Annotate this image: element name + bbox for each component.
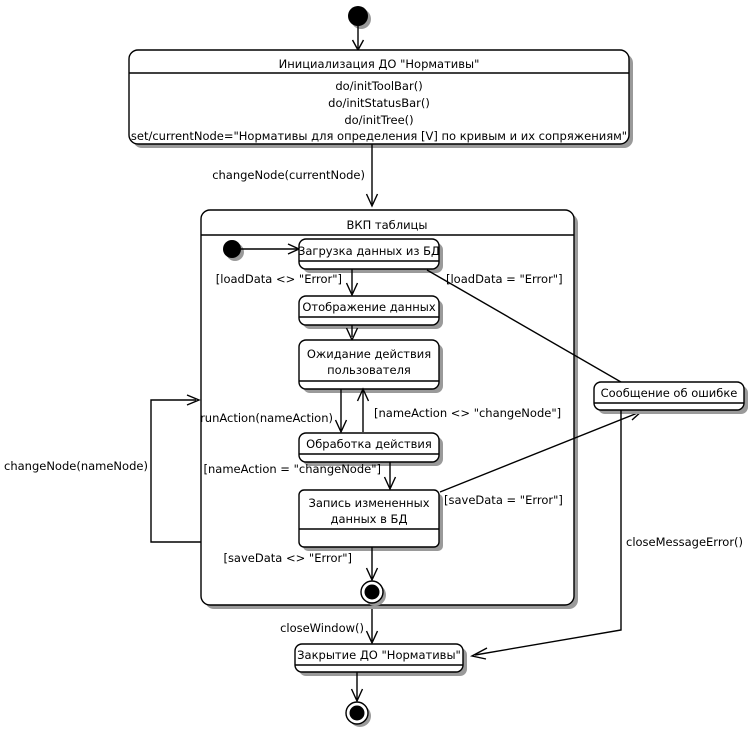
state-show-data-name: Отображение данных bbox=[302, 300, 436, 314]
state-save-data: Запись измененных данных в БД bbox=[298, 489, 443, 551]
transition-save-ok-label: [saveData <> "Error"] bbox=[223, 551, 352, 565]
transition-name-action-eq-label: [nameAction = "changeNode"] bbox=[204, 462, 381, 476]
state-show-data: Отображение данных bbox=[298, 295, 443, 329]
transition-name-action-ne-label: [nameAction <> "changeNode"] bbox=[374, 406, 561, 420]
state-close-do: Закрытие ДО "Нормативы" bbox=[294, 643, 467, 676]
state-wait-user: Ожидание действия пользователя bbox=[298, 339, 443, 393]
transition-name-action-ne: [nameAction <> "changeNode"] bbox=[356, 387, 561, 432]
state-initialization-action-0: do/initToolBar() bbox=[335, 79, 422, 93]
transition-change-node-current-label: changeNode(currentNode) bbox=[212, 168, 365, 182]
transition-load-error-label: [loadData = "Error"] bbox=[446, 272, 563, 286]
transition-change-node-name: changeNode(nameNode) bbox=[4, 394, 201, 543]
transition-init-to-initialization bbox=[351, 26, 365, 52]
composite-state-vkp-name: ВКП таблицы bbox=[347, 218, 428, 232]
state-load-data-name: Загрузка данных из БД bbox=[298, 244, 440, 258]
transition-change-node-current: changeNode(currentNode) bbox=[212, 144, 379, 208]
state-load-data: Загрузка данных из БД bbox=[298, 238, 443, 273]
transition-close-message-error: closeMessageError() bbox=[469, 410, 743, 660]
state-process-action: Обработка действия bbox=[298, 432, 443, 466]
state-close-do-name: Закрытие ДО "Нормативы" bbox=[297, 648, 461, 662]
state-wait-user-name-line1: Ожидание действия bbox=[307, 347, 431, 361]
state-error-message: Сообщение об ошибке bbox=[593, 381, 748, 414]
state-save-data-name-line2: данных в БД bbox=[331, 512, 408, 526]
state-initialization-action-3: set/currentNode="Нормативы для определен… bbox=[131, 129, 627, 143]
final-state-composite bbox=[360, 580, 386, 606]
transition-close-message-error-label: closeMessageError() bbox=[626, 535, 743, 549]
composite-state-vkp: ВКП таблицы bbox=[200, 209, 578, 609]
initial-state-composite bbox=[223, 240, 244, 261]
transition-save-error: [saveData = "Error"] bbox=[439, 409, 645, 507]
initial-state-top bbox=[348, 6, 371, 29]
transition-close-window: closeWindow() bbox=[280, 609, 379, 645]
state-wait-user-name-line2: пользователя bbox=[327, 363, 411, 377]
final-state-bottom bbox=[345, 701, 371, 727]
transition-save-error-label: [saveData = "Error"] bbox=[444, 493, 563, 507]
state-initialization-action-1: do/initStatusBar() bbox=[328, 96, 430, 110]
transition-load-ok-label: [loadData <> "Error"] bbox=[216, 272, 342, 286]
transition-run-action-label: runAction(nameAction) bbox=[200, 411, 333, 425]
state-process-action-name: Обработка действия bbox=[306, 437, 432, 451]
transition-run-action: runAction(nameAction) bbox=[200, 389, 348, 434]
transition-close-to-final bbox=[350, 672, 364, 703]
state-initialization-name: Инициализация ДО "Нормативы" bbox=[279, 57, 480, 71]
state-save-data-name-line1: Запись измененных bbox=[308, 496, 429, 510]
transition-load-ok: [loadData <> "Error"] bbox=[216, 269, 359, 297]
transition-name-action-eq: [nameAction = "changeNode"] bbox=[204, 462, 397, 491]
state-error-message-name: Сообщение об ошибке bbox=[601, 386, 738, 400]
transition-save-ok: [saveData <> "Error"] bbox=[223, 547, 379, 582]
transition-close-window-label: closeWindow() bbox=[280, 621, 364, 635]
transition-change-node-name-label: changeNode(nameNode) bbox=[4, 459, 148, 473]
state-initialization-action-2: do/initTree() bbox=[344, 113, 413, 127]
state-initialization: Инициализация ДО "Нормативы" do/initTool… bbox=[128, 49, 633, 148]
